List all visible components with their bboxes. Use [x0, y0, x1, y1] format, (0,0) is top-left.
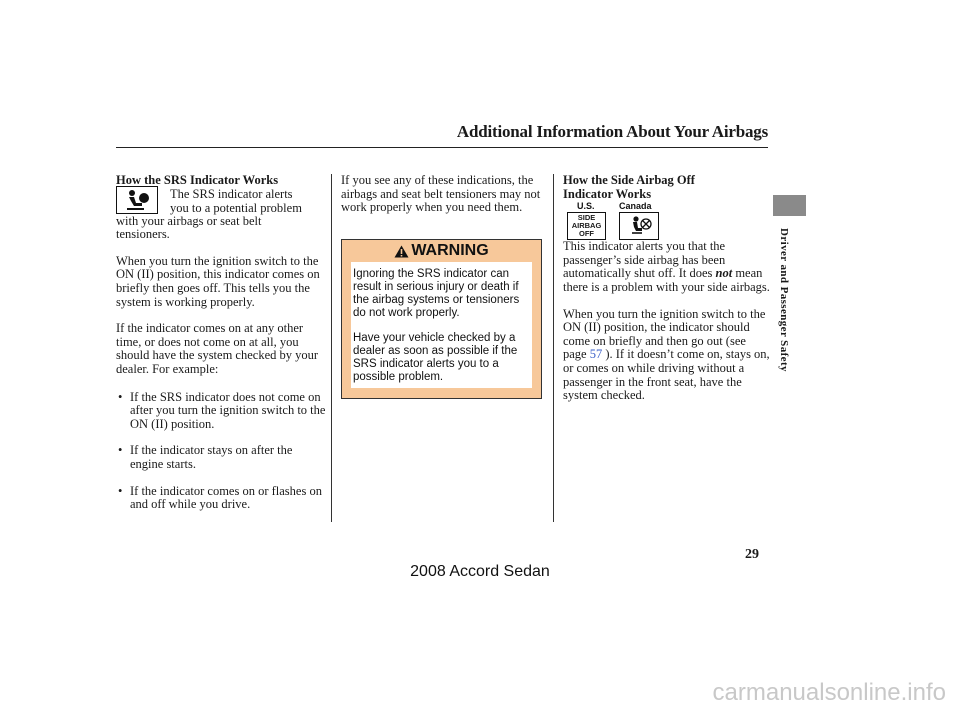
side-airbag-paragraph-1: This indicator alerts you that the passe… [563, 239, 771, 294]
list-item: If the indicator stays on after the engi… [118, 444, 328, 471]
warning-label: WARNING [411, 242, 489, 259]
column-side-airbag: How the Side Airbag Off Indicator Works … [563, 173, 771, 403]
warning-header: WARNING [342, 240, 541, 262]
srs-paragraph-2: When you turn the ignition switch to the… [116, 253, 320, 309]
side-airbag-icon-text: OFF [579, 229, 594, 238]
column-divider-left [331, 174, 332, 522]
side-airbag-icon-text: SIDE [577, 213, 596, 222]
srs-intro-rest: with your airbags or seat belt tensioner… [116, 213, 262, 242]
list-item-text: If the indicator stays on after the engi… [130, 443, 293, 471]
warning-paragraph-2: Have your vehicle checked by a dealer as… [353, 332, 518, 383]
srs-heading: How the SRS Indicator Works [116, 173, 279, 187]
list-item: If the indicator comes on or flashes on … [118, 483, 328, 512]
side-airbag-off-symbol-icon [619, 212, 659, 240]
side-airbag-paragraph-2a: When you turn the ignition switch to the… [563, 306, 766, 362]
srs-airbag-indicator-icon [116, 186, 158, 214]
section-tab-marker [773, 195, 806, 216]
srs-intro-line2: you to a potential problem [170, 200, 302, 215]
label-us: U.S. [577, 201, 595, 211]
column-srs-indicator: How the SRS Indicator Works The SRS indi… [116, 173, 328, 512]
list-item-text: If the indicator comes on or flashes on … [130, 483, 322, 512]
side-airbag-off-us-icon: SIDE AIRBAG OFF [567, 212, 606, 240]
side-airbag-paragraph-2: When you turn the ignition switch to the… [563, 306, 771, 403]
page-title: Additional Information About Your Airbag… [456, 122, 768, 141]
side-airbag-heading-1: How the Side Airbag Off [563, 173, 695, 187]
warning-paragraph-1: Ignoring the SRS indicator can result in… [353, 268, 520, 319]
label-canada: Canada [619, 201, 652, 211]
side-airbag-icon-text: AIRBAG [571, 221, 602, 230]
side-airbag-paragraph-1a: This indicator alerts you that the passe… [563, 239, 726, 281]
model-footer: 2008 Accord Sedan [410, 563, 550, 580]
indications-paragraph: If you see any of these indications, the… [341, 173, 541, 215]
page-number: 29 [745, 547, 759, 562]
list-item-text: If the SRS indicator does not come on af… [130, 389, 326, 431]
srs-paragraph-3: If the indicator comes on at any other t… [116, 321, 319, 376]
warning-body [351, 262, 532, 388]
watermark: carmanualsonline.info [712, 679, 946, 706]
warning-box: WARNING [341, 239, 542, 399]
warning-text: Ignoring the SRS indicator can result in… [353, 268, 535, 396]
title-divider [116, 147, 768, 148]
side-airbag-paragraph-1b: mean there is a problem with your side a… [563, 266, 770, 294]
side-airbag-paragraph-2b: ). If it doesn’t come on, stays on, or c… [563, 347, 770, 403]
section-tab-label: Driver and Passenger Safety [778, 228, 790, 372]
emphasis-not: not [715, 266, 733, 281]
list-item: If the SRS indicator does not come on af… [118, 389, 328, 432]
column-indications: If you see any of these indications, the… [341, 173, 547, 215]
srs-intro-line1: The SRS indicator alerts [170, 186, 293, 201]
side-airbag-heading-2: Indicator Works [563, 186, 652, 201]
page-57-link[interactable]: 57 [589, 347, 603, 362]
column-divider-right [553, 174, 554, 522]
warning-triangle-icon [394, 245, 409, 257]
